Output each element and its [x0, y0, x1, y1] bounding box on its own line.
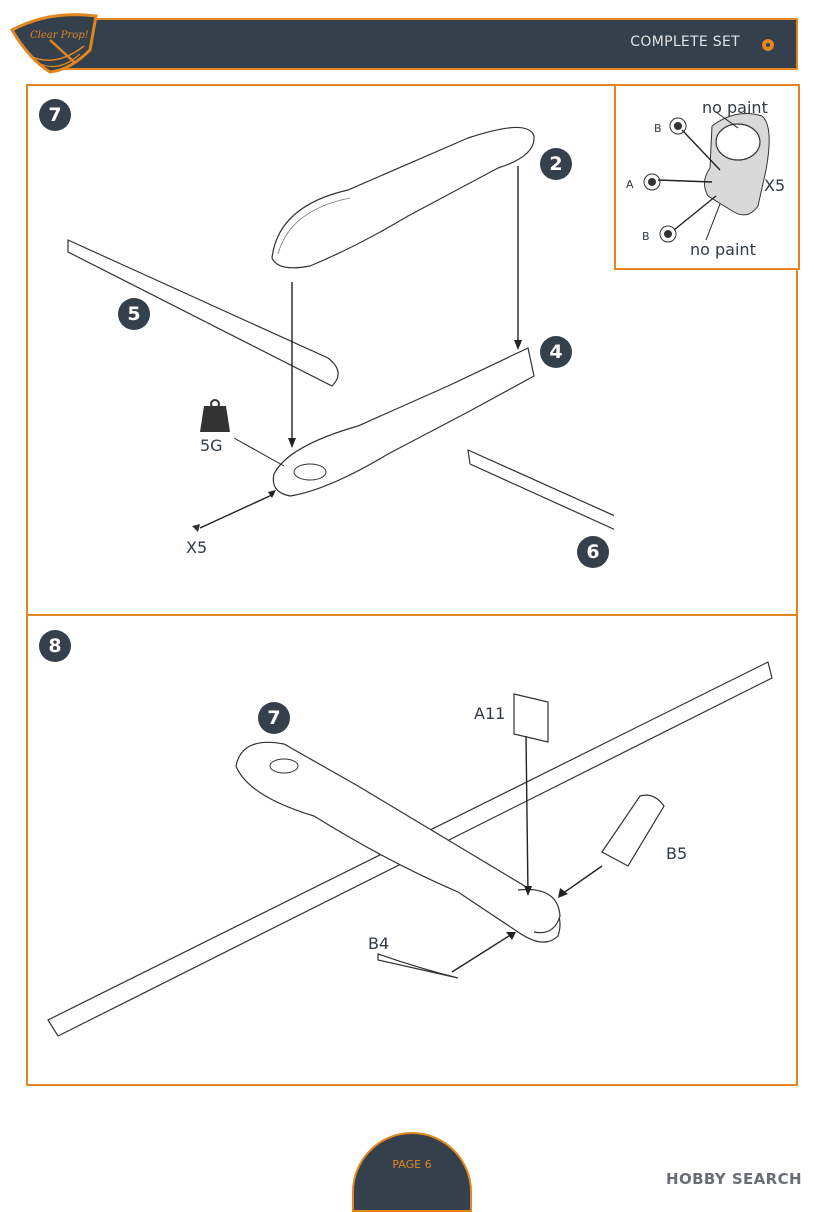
page-number: PAGE 6 — [392, 1158, 432, 1171]
pin-a-label: A — [626, 178, 634, 191]
logo-text: Clear Prop! — [30, 30, 89, 41]
step-7-panel: 7 2 4 5 6 5G X5 no paint no paint X5 B A… — [26, 84, 800, 616]
brand-logo: Clear Prop! — [10, 13, 98, 74]
part-b4-label: B4 — [368, 934, 390, 953]
part-b4 — [377, 953, 459, 979]
pin-b-bottom-label: B — [642, 230, 650, 243]
page-footer: PAGE 6 — [352, 1132, 472, 1212]
watermark: HOBBY SEARCH — [665, 1170, 802, 1188]
fuselage — [235, 741, 561, 943]
left-wing-part — [67, 239, 339, 387]
step-7-badge: 7 — [39, 99, 71, 131]
callout-2-badge: 2 — [540, 148, 572, 180]
small-part-icon — [192, 524, 200, 532]
callout-5-badge: 5 — [118, 298, 150, 330]
gear-icon — [762, 39, 774, 51]
no-paint-top-label: no paint — [702, 98, 768, 117]
inset-part-drawing — [643, 111, 770, 243]
step-8-panel: 8 7 A11 B5 B4 — [26, 614, 798, 1086]
inset-x5-label: X5 — [764, 176, 786, 195]
callout-7-badge: 7 — [258, 702, 290, 734]
header-bar: COMPLETE SET — [60, 18, 798, 70]
part-b5-label: B5 — [666, 844, 688, 863]
header-title: COMPLETE SET — [630, 34, 740, 50]
no-paint-bottom-label: no paint — [690, 240, 756, 259]
step-7-assembly-drawing — [67, 126, 614, 532]
part-a11-label: A11 — [474, 704, 506, 723]
callout-6-badge: 6 — [577, 536, 609, 568]
right-wing-part — [467, 449, 614, 530]
part-b5 — [601, 794, 665, 867]
weight-label: 5G — [200, 436, 223, 455]
weight-icon — [200, 406, 230, 432]
fuselage-top-part — [271, 126, 535, 269]
step-8-badge: 8 — [39, 630, 71, 662]
fuselage-bottom-part — [272, 347, 535, 497]
callout-4-badge: 4 — [540, 336, 572, 368]
part-x5-label: X5 — [186, 538, 208, 557]
step-8-assembly-drawing — [47, 661, 773, 1037]
pin-b-top-label: B — [654, 122, 662, 135]
part-a11 — [513, 693, 549, 743]
detail-inset: no paint no paint X5 B A B — [614, 84, 800, 270]
